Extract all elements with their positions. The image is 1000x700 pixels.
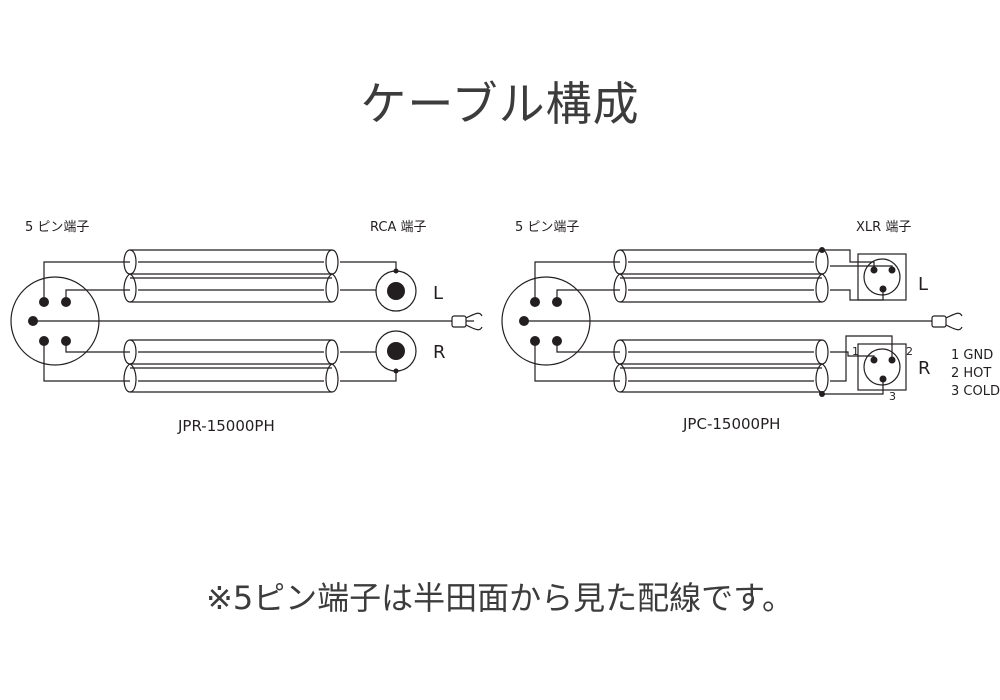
ground-lug-right: [931, 312, 963, 331]
xlr-pin-1-label: 1: [852, 345, 859, 358]
rca-label: RCA 端子: [370, 220, 427, 235]
xlr-box-left: [857, 253, 907, 301]
footnote: ※5ピン端子は半田面から見た配線です。: [206, 579, 794, 617]
xlr-connector-left: [863, 258, 901, 296]
channel-l-right: L: [918, 274, 928, 295]
jpr-diagram: [10, 249, 483, 393]
five-pin-label-right: 5 ピン端子: [515, 220, 579, 235]
cable-bottom-left: [123, 339, 339, 393]
xlr-box-right: [857, 343, 907, 391]
model-label-right: JPC-15000PH: [682, 415, 780, 433]
model-label-left: JPR-15000PH: [177, 417, 275, 435]
page-title: ケーブル構成: [360, 77, 640, 131]
pin-legend-3: 3 COLD: [951, 384, 1000, 399]
channel-r-right: R: [918, 358, 931, 379]
jpc-diagram: [501, 247, 963, 397]
ground-lug-left: [451, 312, 483, 331]
channel-r-left: R: [433, 342, 446, 363]
cable-bottom-right: [613, 339, 829, 393]
xlr-connector-right: [863, 348, 901, 386]
channel-l-left: L: [433, 283, 443, 304]
pin-legend-1: 1 GND: [951, 348, 993, 363]
xlr-pin-3-label: 3: [889, 390, 896, 403]
five-pin-label-left: 5 ピン端子: [25, 220, 89, 235]
cable-top-left: [123, 249, 339, 303]
xlr-label: XLR 端子: [856, 220, 911, 235]
xlr-pin-2-label: 2: [906, 345, 913, 358]
pin-legend-2: 2 HOT: [951, 366, 991, 381]
cable-top-right: [613, 249, 829, 303]
